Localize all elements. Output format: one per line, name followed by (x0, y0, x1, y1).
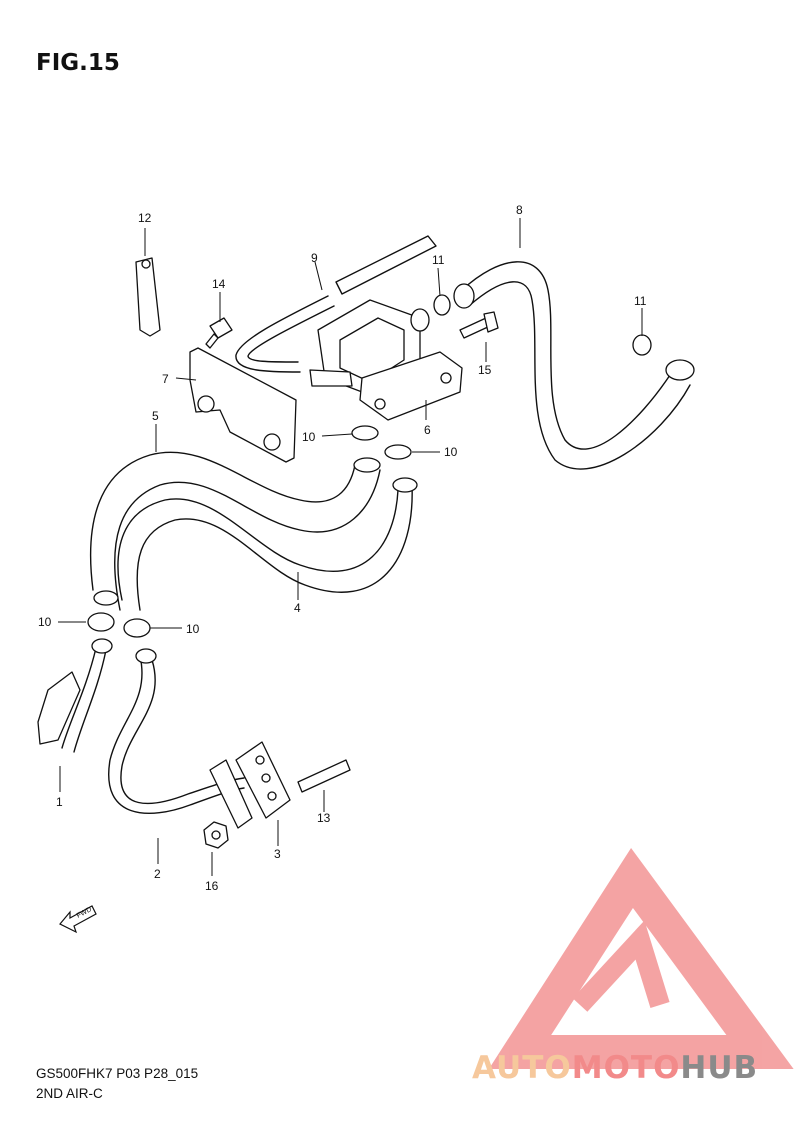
callout-14: 14 (212, 277, 226, 291)
hose-8 (453, 261, 695, 470)
pipe-1 (37, 638, 113, 753)
callout-3: 3 (274, 847, 281, 861)
nut-16 (203, 821, 229, 849)
clip-12 (135, 257, 161, 337)
callout-2: 2 (154, 867, 161, 881)
reed-valve-6 (309, 299, 463, 421)
model-code: GS500FHK7 P03 P28_015 (36, 1066, 199, 1081)
leader-lines (58, 218, 643, 876)
callout-12: 12 (138, 211, 152, 225)
hose-5 (89, 451, 381, 611)
hose-9 (235, 235, 437, 373)
callout-10: 10 (302, 430, 316, 444)
pipe-2 (108, 648, 245, 814)
clamps-11 (433, 294, 652, 356)
watermark-logo (488, 848, 794, 1069)
callout-13: 13 (317, 811, 331, 825)
watermark-text: AUTOMOTOHUB (472, 1050, 758, 1086)
callouts: 1 2 3 4 5 6 7 8 9 10 10 10 10 11 11 12 1… (38, 203, 647, 893)
bolt-15 (459, 311, 499, 339)
callout-10: 10 (38, 615, 52, 629)
callout-16: 16 (205, 879, 219, 893)
callout-10: 10 (444, 445, 458, 459)
callout-10: 10 (186, 622, 200, 636)
watermark-part-auto: AUTO (472, 1050, 572, 1086)
hose-4 (117, 477, 418, 611)
bolt-14 (205, 317, 233, 349)
callout-7: 7 (162, 372, 169, 386)
callout-5: 5 (152, 409, 159, 423)
callout-8: 8 (516, 203, 523, 217)
callout-11: 11 (432, 253, 445, 267)
callout-6: 6 (424, 423, 431, 437)
plate-3 (209, 741, 291, 829)
callout-11: 11 (634, 294, 647, 308)
callout-9: 9 (311, 251, 318, 265)
stud-13 (297, 759, 351, 793)
watermark-part-moto: MOTO (572, 1050, 681, 1086)
watermark-part-hub: HUB (680, 1050, 758, 1086)
fwd-arrow-icon: FWD (59, 905, 97, 934)
svg-text:AUTOMOTOHUB: AUTOMOTOHUB (472, 1050, 758, 1086)
callout-4: 4 (294, 601, 301, 615)
gaskets-10 (87, 425, 412, 638)
callout-15: 15 (478, 363, 492, 377)
bracket-7 (189, 347, 297, 463)
figure-title: FIG.15 (36, 50, 120, 76)
callout-1: 1 (56, 795, 63, 809)
section-name: 2ND AIR-C (36, 1086, 103, 1101)
